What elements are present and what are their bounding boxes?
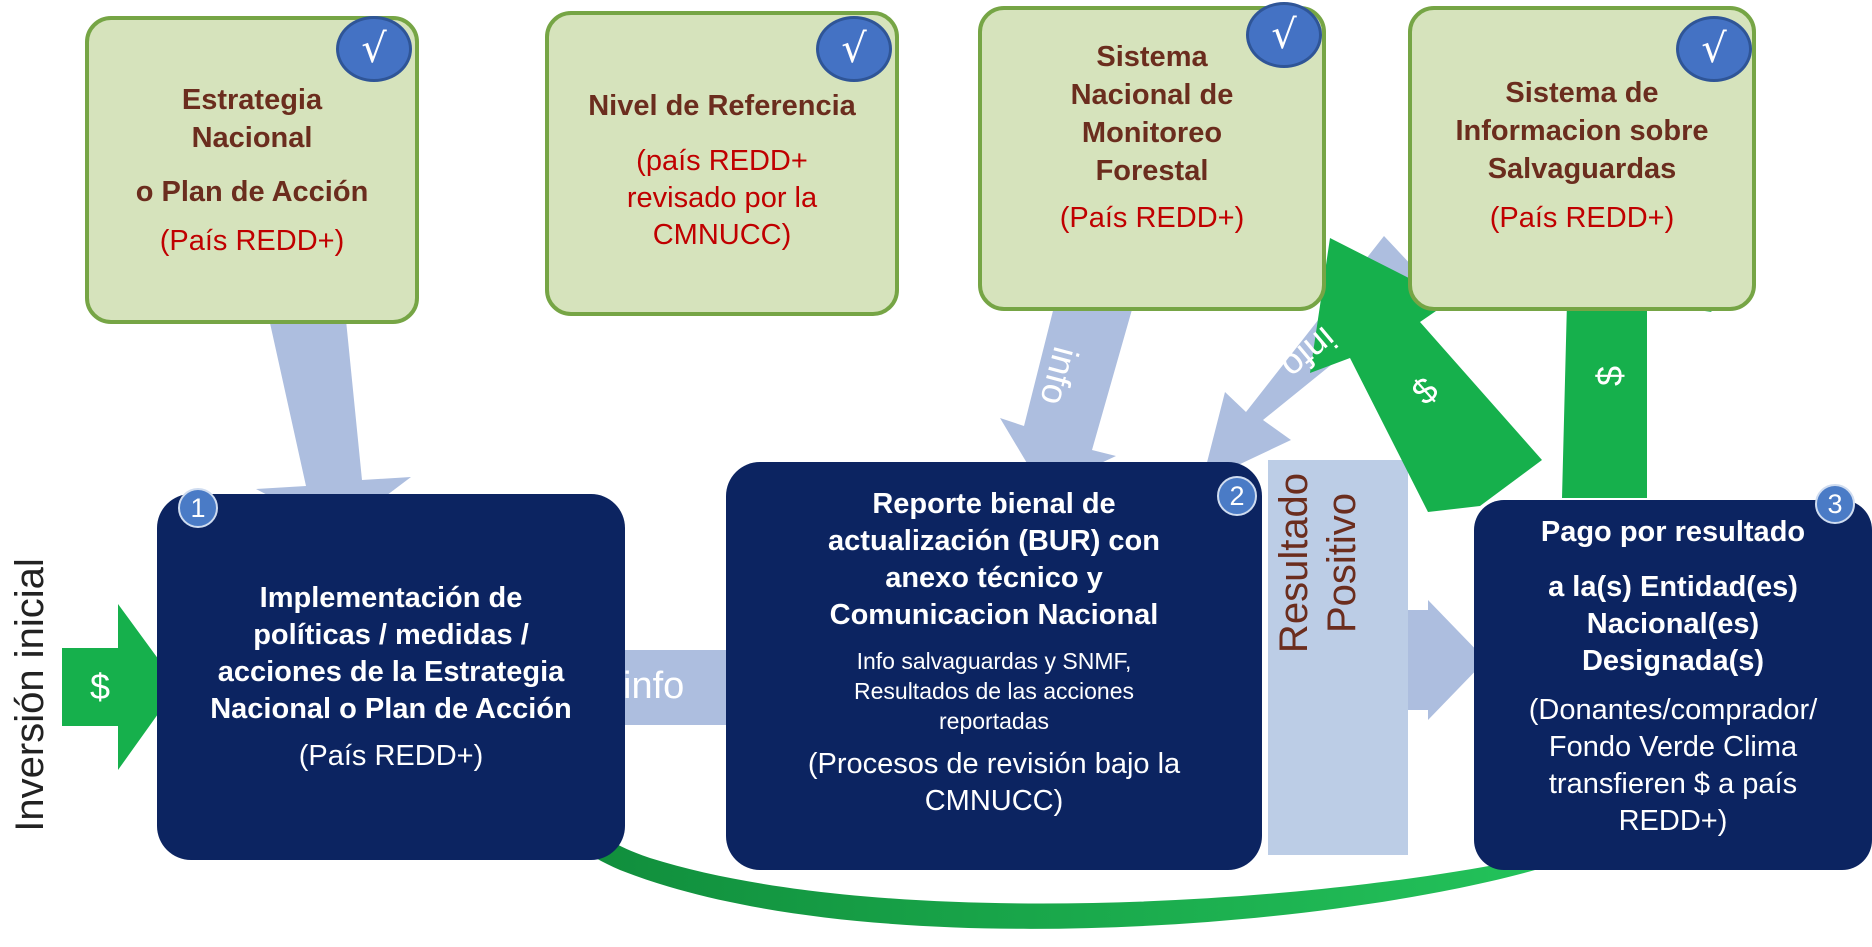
check-icon: √	[816, 16, 892, 82]
box-subtitle: (País REDD+)	[159, 224, 345, 257]
box-title-line: Nacional de	[1070, 79, 1234, 111]
step-title-line: Nacional(es)	[1586, 608, 1760, 640]
step-title-line: Nacional o Plan de Acción	[210, 692, 572, 725]
step-title-line: Implementación de	[259, 581, 523, 614]
step-title-line: Comunicacion Nacional	[829, 599, 1159, 631]
step-detail-line: Info salvaguardas y SNMF,	[856, 648, 1132, 674]
box-subtitle-line: revisado por la	[626, 182, 818, 214]
positivo-line: Positivo	[1320, 492, 1364, 634]
box-title-line: Informacion sobre	[1455, 115, 1709, 147]
box-title-line: Nivel de Referencia	[588, 90, 856, 122]
step-subtitle-line: transfieren $ a país	[1548, 768, 1798, 800]
step-title-line: políticas / medidas /	[253, 618, 529, 651]
resultado-arrow	[1408, 600, 1486, 720]
box-subtitle-line: CMNUCC)	[652, 219, 792, 251]
box-subtitle-line: (país REDD+	[636, 145, 808, 177]
box-title-line: Sistema	[1096, 41, 1208, 73]
step-subtitle-line: (Procesos de revisión bajo la	[807, 748, 1181, 780]
step-number-badge: 3	[1815, 484, 1855, 524]
step-title-line: Designada(s)	[1581, 645, 1765, 677]
dollar-arrow-in	[62, 604, 178, 770]
step-1-box: Implementación de políticas / medidas / …	[157, 494, 625, 860]
dollar-label-up: $	[1589, 365, 1631, 387]
check-icon: √	[1246, 2, 1322, 68]
inversion-inicial-label: Inversión inicial	[8, 558, 52, 832]
box-title-line: o Plan de Acción	[135, 175, 369, 208]
step-title-line: actualización (BUR) con	[828, 525, 1160, 557]
box-title-line: Forestal	[1095, 155, 1209, 187]
step-title-line: a la(s) Entidad(es)	[1548, 571, 1798, 603]
step-detail-line: Resultados de las acciones	[854, 678, 1134, 704]
step-title-line: Pago por resultado	[1540, 516, 1806, 548]
step-2-box: Reporte bienal de actualización (BUR) co…	[726, 462, 1262, 870]
feedback-curve-arrow	[515, 770, 1535, 929]
step-detail-line: reportadas	[939, 708, 1049, 734]
info-arrow-2	[1000, 275, 1137, 490]
step-number-badge: 2	[1217, 476, 1257, 516]
step-subtitle-line: REDD+)	[1618, 805, 1728, 837]
box-title-line: Sistema de	[1505, 77, 1659, 109]
step-title-line: Reporte bienal de	[872, 488, 1116, 520]
step-subtitle-line: (Donantes/comprador/	[1528, 694, 1818, 726]
resultado-bar	[1268, 460, 1408, 855]
step-subtitle-line: Fondo Verde Clima	[1548, 731, 1798, 763]
resultado-line: Resultado	[1272, 472, 1316, 654]
box-title-line: Estrategia	[181, 83, 323, 116]
check-icon: √	[1676, 16, 1752, 82]
dollar-arrow-diagonal	[1310, 238, 1542, 512]
resultado-positivo-label: Resultado Positivo	[1270, 368, 1366, 758]
box-title-line: Monitoreo	[1081, 117, 1223, 149]
step-3-box: Pago por resultado a la(s) Entidad(es) N…	[1474, 500, 1872, 870]
info-label-1: info	[243, 375, 285, 437]
step-subtitle: (País REDD+)	[298, 739, 484, 772]
box-subtitle: (País REDD+)	[1059, 202, 1245, 234]
info-label-horizontal: info	[623, 665, 685, 707]
box-title-line: Nacional	[191, 121, 313, 154]
dollar-label-in: $	[90, 666, 111, 707]
info-arrow-1	[256, 300, 411, 532]
step-subtitle-line: CMNUCC)	[924, 785, 1064, 817]
step-title-line: acciones de la Estrategia	[217, 655, 565, 688]
check-icon: √	[336, 16, 412, 82]
nivel-referencia-box: Nivel de Referencia (país REDD+ revisado…	[545, 11, 899, 316]
step-number-badge: 1	[178, 488, 218, 528]
box-subtitle: (País REDD+)	[1489, 202, 1675, 234]
box-title-line: Salvaguardas	[1487, 153, 1677, 185]
step-title-line: anexo técnico y	[885, 562, 1103, 594]
